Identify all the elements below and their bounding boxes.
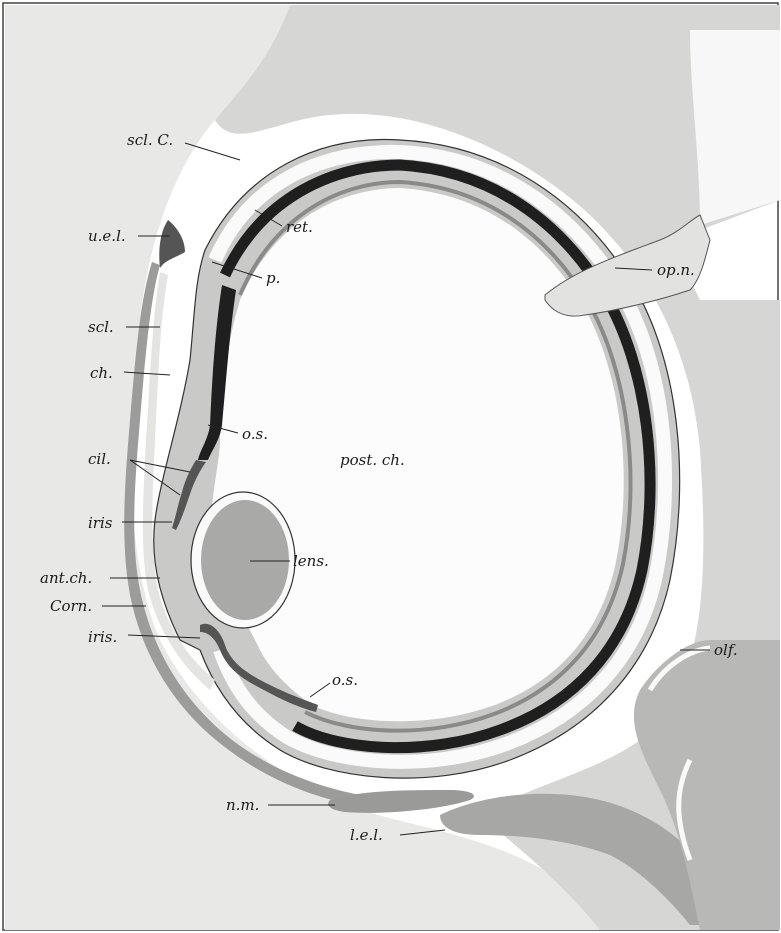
white-region: [690, 30, 780, 225]
label-scl-c: scl. C.: [127, 131, 173, 149]
label-olf: olf.: [714, 641, 738, 659]
label-p: p.: [266, 269, 280, 287]
label-scl: scl.: [88, 318, 114, 336]
label-ant-ch: ant.ch.: [40, 569, 92, 587]
label-lens: lens.: [293, 552, 329, 570]
label-ch: ch.: [90, 364, 113, 382]
label-uel: u.e.l.: [88, 227, 126, 245]
label-iris-lower: iris.: [88, 628, 117, 646]
label-os-lower: o.s.: [332, 671, 358, 689]
label-ret: ret.: [286, 218, 313, 236]
label-nm: n.m.: [226, 796, 259, 814]
label-lel: l.e.l.: [350, 826, 383, 844]
label-os-upper: o.s.: [242, 425, 268, 443]
label-opn: op.n.: [657, 261, 695, 279]
label-iris-upper: iris: [88, 514, 113, 532]
label-post-ch: post. ch.: [340, 451, 405, 469]
label-corn: Corn.: [50, 597, 92, 615]
label-cil: cil.: [88, 450, 111, 468]
lens-body: [201, 500, 289, 620]
